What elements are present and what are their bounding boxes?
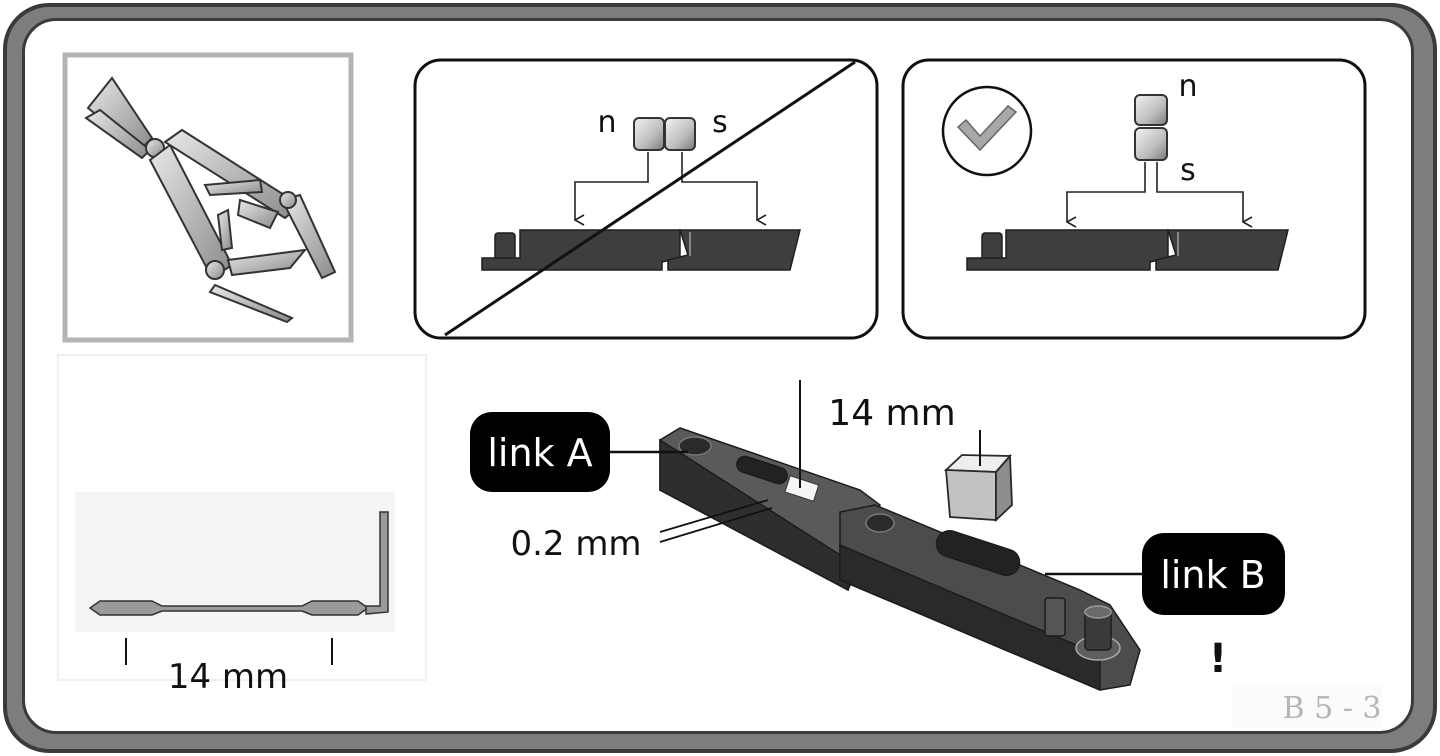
magnet-pair-vertical bbox=[1134, 94, 1168, 161]
link-pair-side-view bbox=[481, 229, 801, 271]
link-b-label: link B bbox=[1160, 553, 1265, 597]
wrong-orientation-panel: n s bbox=[413, 58, 879, 340]
tool-box bbox=[62, 52, 354, 343]
page-ref-label: B 5 - 3 bbox=[1283, 691, 1382, 726]
magnet-cube-icon bbox=[1134, 127, 1168, 161]
bent-wire bbox=[88, 511, 389, 616]
warning-mark: ! bbox=[1209, 636, 1227, 682]
pole-label-n: n bbox=[1178, 69, 1197, 104]
link-a-label: link A bbox=[487, 431, 592, 475]
multitool-icon bbox=[84, 76, 337, 324]
placement-arrow-right bbox=[681, 152, 757, 220]
assembly-view: 14 mm 0.2 mm link A link B ! bbox=[470, 380, 1285, 692]
magnet-pair-horizontal bbox=[633, 117, 696, 151]
magnet-cube-icon bbox=[943, 453, 1013, 523]
pole-label-s: s bbox=[712, 105, 728, 140]
magnet-cube-icon bbox=[664, 117, 696, 151]
placement-arrow-left bbox=[1067, 162, 1146, 222]
wire-spacer bbox=[784, 475, 820, 502]
link-b-tag: link B bbox=[1142, 533, 1285, 615]
magnet-size-label: 14 mm bbox=[828, 393, 955, 434]
checkmark-icon bbox=[941, 85, 1033, 177]
pole-label-s: s bbox=[1180, 153, 1196, 188]
leader-line-gap-upper bbox=[659, 499, 769, 533]
placement-arrow-right bbox=[1156, 162, 1243, 222]
page-reference: B 5 - 3 bbox=[1232, 685, 1382, 727]
correct-orientation-panel: n s bbox=[901, 58, 1367, 340]
placement-arrow-left bbox=[575, 152, 649, 220]
wire-bend-panel: 14 mm bbox=[57, 354, 427, 697]
pole-label-n: n bbox=[597, 105, 616, 140]
magnet-cube-icon bbox=[1134, 94, 1168, 126]
magnet-cube-icon bbox=[633, 117, 665, 151]
wire-length-label: 14 mm bbox=[168, 657, 288, 697]
link-a-tag: link A bbox=[470, 412, 610, 492]
link-b-part bbox=[839, 504, 1141, 692]
strike-through-line bbox=[444, 60, 856, 337]
leader-line-gap-lower bbox=[659, 507, 773, 543]
link-pair-side-view bbox=[966, 229, 1289, 271]
gap-label: 0.2 mm bbox=[510, 524, 641, 564]
